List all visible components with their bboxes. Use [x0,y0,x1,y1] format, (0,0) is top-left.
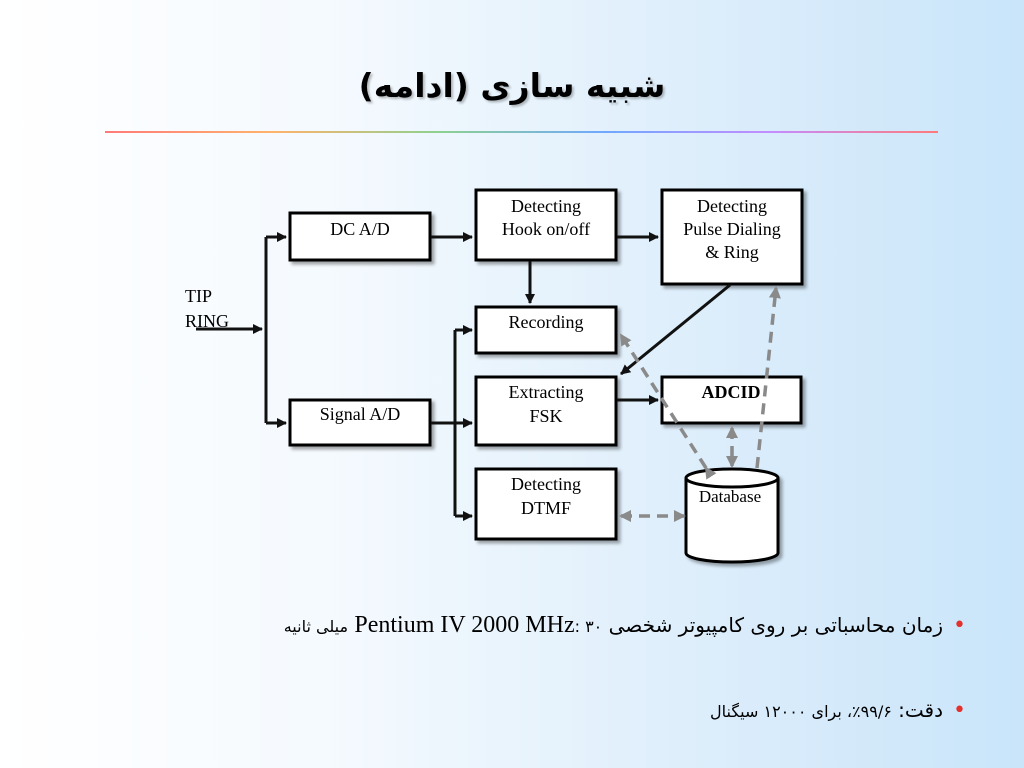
dc-ad-label: DC A/D [330,219,390,239]
bullet-1-cpu: Pentium IV 2000 MHz [354,612,575,638]
tip-label: TIP [185,286,212,306]
bullet-1-value: : ۳۰ [574,617,603,636]
database-label: Database [699,487,761,506]
bullet-1-prefix: زمان محاسباتی بر روی کامپیوتر شخصی [608,613,944,637]
bullet-2-value: ۹۹/۶٪، برای ۱۲۰۰۰ سیگنال [710,702,892,721]
bullet-dot: • [953,698,966,723]
recording-box [474,305,618,355]
dc-ad-box [288,211,432,262]
dtmf-box [474,467,618,541]
bullet-dot: • [953,613,966,638]
title-divider [105,131,938,133]
fsk-box [474,375,618,447]
adcid-label: ADCID [701,382,760,402]
dashed-db-to-pulse [755,286,781,469]
hook-detect-label-1: Detecting [511,196,581,216]
pulse-dialing-label-1: Detecting [697,196,767,216]
bullet-2-label: دقت: [891,698,944,722]
dtmf-label-1: Detecting [511,474,581,494]
pulse-dialing-box [660,188,804,286]
signal-ad-box [288,398,432,447]
fsk-label-2: FSK [529,406,562,426]
ring-label: RING [185,311,229,331]
signal-ad-label: Signal A/D [320,404,401,424]
recording-label: Recording [509,312,584,332]
dashed-db-to-recording [619,333,717,480]
database-cylinder [684,467,780,564]
slide-title: شبیه سازی (ادامه) [358,66,666,105]
bullet-accuracy: • دقت: ۹۹/۶٪، برای ۱۲۰۰۰ سیگنال [710,698,966,723]
dtmf-label-2: DTMF [521,498,571,518]
bullet-1-unit: میلی ثانیه [283,617,349,636]
pulse-dialing-label-3: & Ring [705,242,759,262]
hook-detect-box [474,188,618,262]
pulse-dialing-label-2: Pulse Dialing [683,219,781,239]
hook-detect-label-2: Hook on/off [502,219,590,239]
bullet-computation-time: • زمان محاسباتی بر روی کامپیوتر شخصی Pent… [284,612,966,639]
fsk-label-1: Extracting [509,382,584,402]
